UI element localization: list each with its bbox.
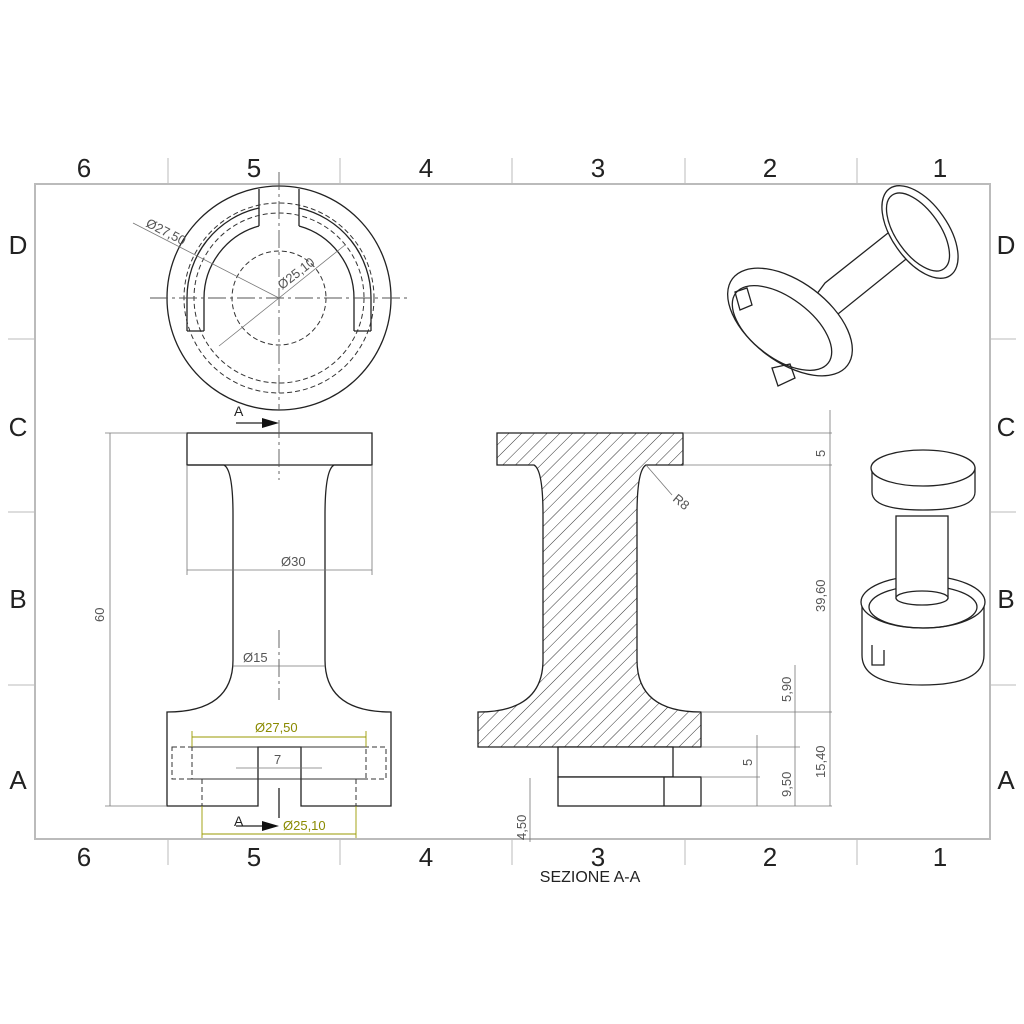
- sec-dim-radius: R8: [670, 491, 692, 513]
- sec-dim-shaft-len: 39,60: [813, 579, 828, 612]
- zone-col-4-top: 4: [419, 153, 433, 183]
- front-dim-slot: 7: [274, 752, 281, 767]
- front-dim-shaft: Ø15: [243, 650, 268, 665]
- zone-col-6-top: 6: [77, 153, 91, 183]
- zone-labels: 6 5 4 3 2 1 6 5 4 3 2 1 D C B A D C B A: [9, 153, 1016, 872]
- section-title: SEZIONE A-A: [540, 869, 641, 886]
- top-dim-inner: Ø25,10: [275, 254, 318, 292]
- zone-row-d-right: D: [997, 230, 1016, 260]
- sec-dim-bottom: 4,50: [514, 815, 529, 840]
- zone-row-c-left: C: [9, 412, 28, 442]
- front-dim-flange: Ø30: [281, 554, 306, 569]
- zone-col-5-bottom: 5: [247, 842, 261, 872]
- zone-col-5-top: 5: [247, 153, 261, 183]
- top-dim-outer: Ø27,50: [144, 215, 189, 248]
- front-dim-base-inner: Ø25,10: [283, 818, 326, 833]
- sec-dim-step: 5: [740, 759, 755, 766]
- zone-col-4-bottom: 4: [419, 842, 433, 872]
- zone-row-b-right: B: [997, 584, 1014, 614]
- section-marker-bottom: A: [234, 813, 244, 829]
- zone-col-3-top: 3: [591, 153, 605, 183]
- section-view: R8 5 39,60 5,90 5 9,50 15,40 4,50 SEZION…: [477, 410, 832, 886]
- zone-row-c-right: C: [997, 412, 1016, 442]
- drawing-frame: [8, 158, 1016, 865]
- zone-col-6-bottom: 6: [77, 842, 91, 872]
- sec-dim-base-total: 15,40: [813, 745, 828, 778]
- top-view: Ø27,50 Ø25,10: [132, 172, 408, 411]
- zone-row-a-left: A: [9, 765, 27, 795]
- isometric-view-top: [727, 185, 959, 387]
- sec-dim-fillet-stack: 5,90: [779, 677, 794, 702]
- zone-col-2-bottom: 2: [763, 842, 777, 872]
- zone-col-3-bottom: 3: [591, 842, 605, 872]
- front-dim-base-outer: Ø27,50: [255, 720, 298, 735]
- zone-row-a-right: A: [997, 765, 1015, 795]
- zone-row-b-left: B: [9, 584, 26, 614]
- sec-dim-top: 5: [813, 450, 828, 457]
- zone-col-1-top: 1: [933, 153, 947, 183]
- zone-col-2-top: 2: [763, 153, 777, 183]
- section-marker-top: A: [234, 403, 244, 419]
- isometric-view-bottom: [860, 449, 986, 686]
- front-dim-height: 60: [92, 608, 107, 622]
- zone-row-d-left: D: [9, 230, 28, 260]
- front-view: A A 60 Ø30 Ø15 Ø27,50 7 Ø25,10: [92, 403, 392, 838]
- sec-dim-lower: 9,50: [779, 772, 794, 797]
- zone-col-1-bottom: 1: [933, 842, 947, 872]
